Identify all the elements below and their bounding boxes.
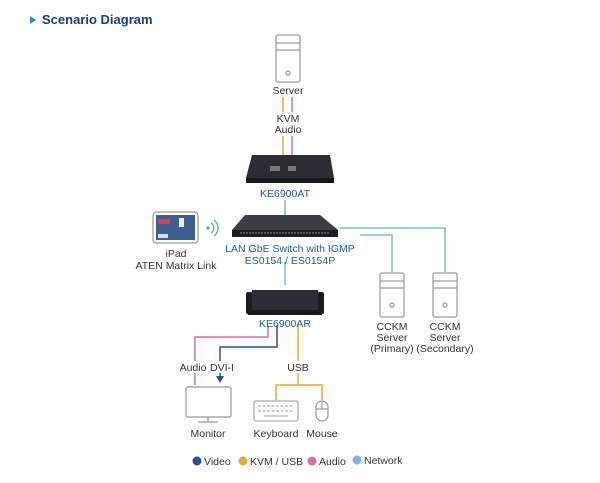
kvm-label: KVM: [277, 113, 300, 125]
cckm-primary-server-icon: [379, 272, 405, 318]
audio-line-monitor: [194, 325, 269, 385]
monitor-icon: [185, 386, 232, 423]
ipad-label: iPad: [165, 248, 186, 260]
section-title-text: Scenario Diagram: [42, 12, 153, 27]
usb-line-keyboard: [275, 384, 298, 400]
mouse-label: Mouse: [306, 428, 338, 440]
mouse-icon: [315, 400, 329, 422]
legend-label-network: Network: [364, 455, 403, 467]
server-icon: [275, 34, 301, 83]
video-arrow-icon: [216, 376, 224, 383]
dvi-port-label: DVI-I: [210, 362, 234, 374]
audio-link-label: Audio: [275, 124, 302, 136]
transmitter-label: KE6900AT: [260, 188, 311, 200]
audio-port-label: Audio: [180, 362, 207, 374]
switch-label-line2: ES0154 / ES0154P: [245, 255, 336, 267]
network-switch-icon: [232, 215, 338, 237]
cckm-secondary-line1: CCKM: [430, 321, 461, 333]
section-title: Scenario Diagram: [30, 12, 153, 27]
ipad-icon: [152, 211, 199, 244]
cckm-primary-line2: Server: [377, 332, 408, 344]
legend-label-kvm: KVM / USB: [250, 456, 303, 468]
legend-label-audio: Audio: [319, 456, 346, 468]
legend-label-video: Video: [204, 456, 231, 468]
receiver-device-icon: [246, 290, 324, 315]
monitor-label: Monitor: [190, 428, 226, 440]
legend-swatch-kvm: [238, 456, 248, 466]
cckm-primary-line1: CCKM: [377, 321, 408, 333]
wireless-icon: [206, 219, 219, 237]
cckm-secondary-line2: Server: [430, 332, 461, 344]
cckm-secondary-line3: (Secondary): [416, 343, 473, 355]
legend: Video KVM / USB Audio Network: [192, 455, 403, 468]
triangle-bullet-icon: [30, 15, 36, 24]
network-line-secondary: [340, 227, 446, 272]
matrix-link-label: ATEN Matrix Link: [136, 260, 218, 272]
legend-swatch-network: [352, 455, 362, 465]
usb-port-label: USB: [287, 362, 309, 374]
legend-swatch-audio: [307, 456, 317, 466]
network-line-primary: [360, 234, 393, 272]
receiver-label: KE6900AR: [259, 318, 311, 330]
keyboard-icon: [253, 400, 299, 422]
cckm-secondary-server-icon: [432, 272, 458, 318]
transmitter-device-icon: [246, 155, 334, 183]
switch-label-line1: LAN GbE Switch with IGMP: [225, 243, 355, 255]
keyboard-label: Keyboard: [254, 428, 299, 440]
cckm-primary-line3: (Primary): [370, 343, 413, 355]
server-label: Server: [273, 85, 304, 97]
usb-line-mouse: [298, 384, 323, 400]
legend-swatch-video: [192, 456, 202, 466]
